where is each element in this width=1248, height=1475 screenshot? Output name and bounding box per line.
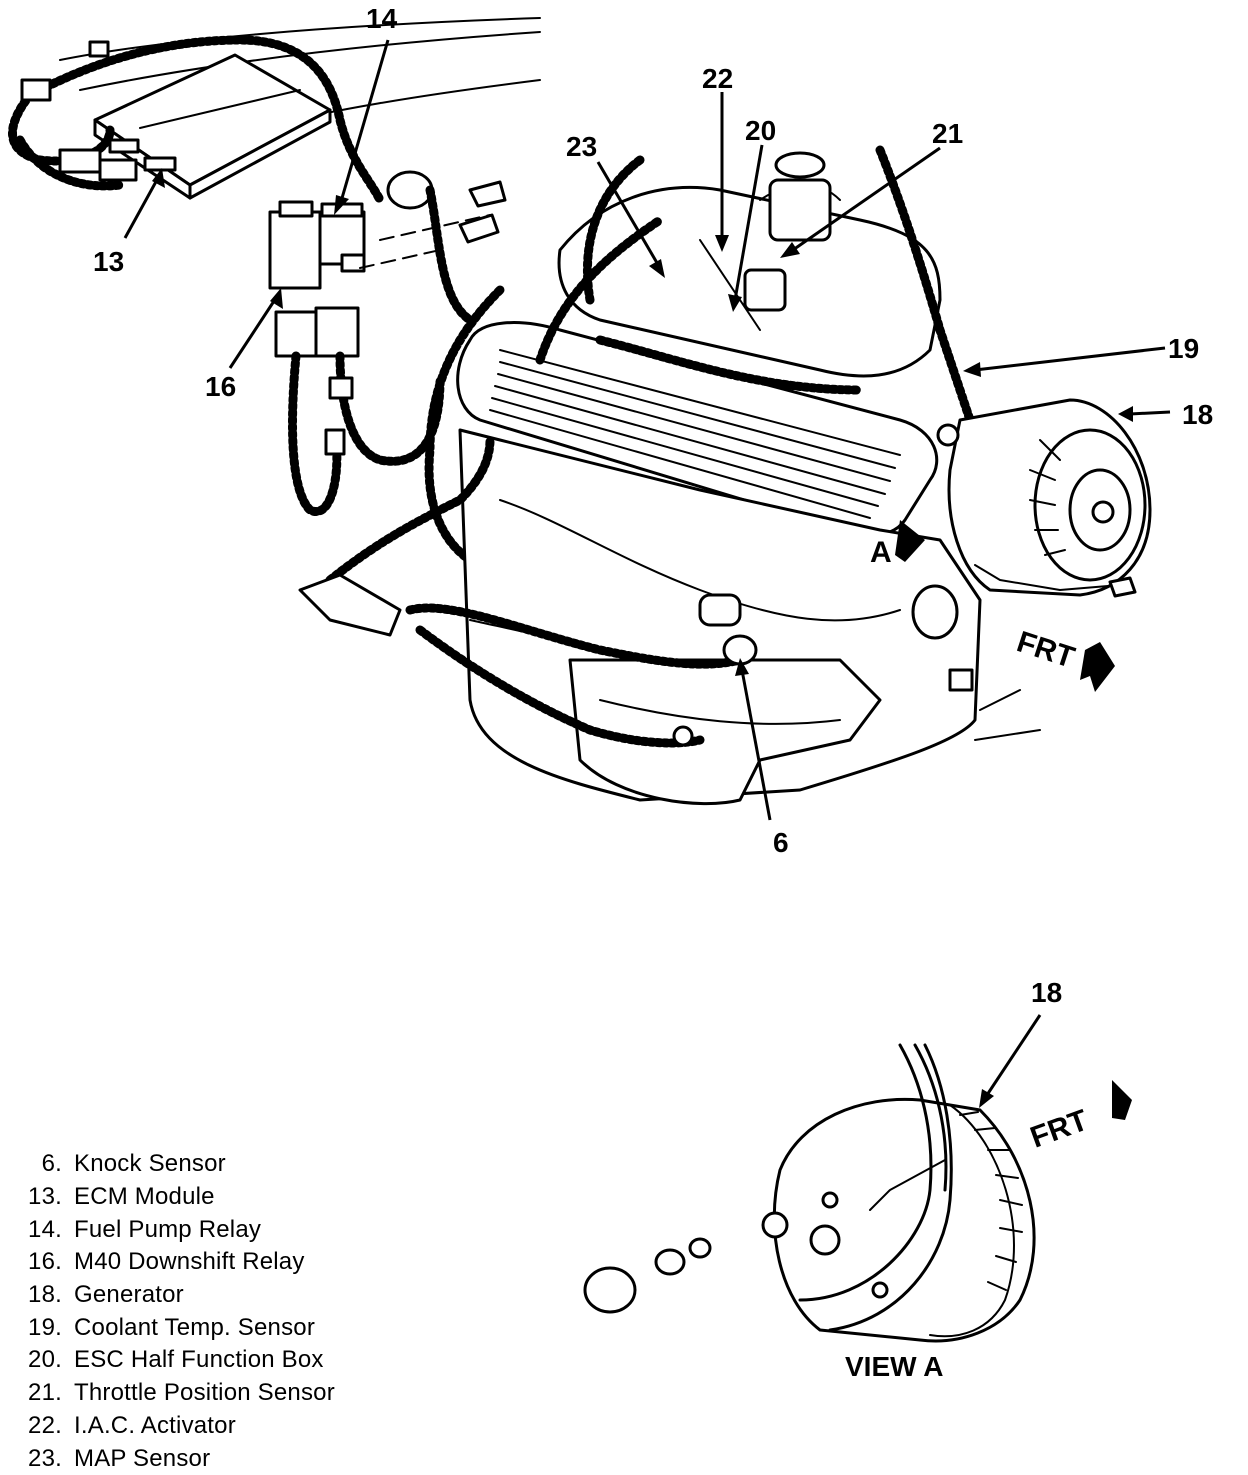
callout-13: 13 — [93, 246, 124, 277]
legend-item: 20. ESC Half Function Box — [18, 1344, 438, 1377]
legend-number: 18. — [28, 1281, 62, 1309]
fuel-pump-relay — [316, 202, 491, 273]
legend-number: 22. — [28, 1411, 62, 1439]
legend-item: 6. Knock Sensor — [18, 1148, 438, 1181]
legend-label: ESC Half Function Box — [74, 1346, 324, 1374]
legend-item: 19. Coolant Temp. Sensor — [18, 1311, 438, 1344]
legend-label: M40 Downshift Relay — [74, 1248, 305, 1276]
callout-21: 21 — [932, 118, 963, 149]
callout-6: 6 — [773, 827, 789, 858]
legend-number: 19. — [28, 1313, 62, 1341]
legend-number: 21. — [28, 1379, 62, 1407]
legend-number: 16. — [28, 1248, 62, 1276]
callout-18: 18 — [1182, 399, 1213, 430]
callout-22: 22 — [702, 63, 733, 94]
legend-number: 13. — [28, 1183, 62, 1211]
engine-block — [298, 145, 1041, 806]
front-label-view: FRT — [1026, 1104, 1092, 1155]
callout-23: 23 — [566, 131, 597, 162]
view-a-generator — [583, 1043, 1036, 1343]
legend-number: 23. — [28, 1444, 62, 1472]
legend-number: 20. — [28, 1346, 62, 1374]
generator — [936, 398, 1152, 598]
legend-label: Fuel Pump Relay — [74, 1215, 262, 1243]
legend-item: 16. M40 Downshift Relay — [18, 1246, 438, 1279]
ecm-module — [59, 17, 541, 200]
front-arrow-main — [1080, 642, 1115, 692]
callout-16: 16 — [205, 371, 236, 402]
view-a-caption: VIEW A — [845, 1351, 944, 1382]
legend-label: I.A.C. Activator — [74, 1411, 236, 1439]
view-a-arrow — [895, 520, 925, 562]
legend-item: 14. Fuel Pump Relay — [18, 1213, 438, 1246]
view-a-arrow-label: A — [870, 536, 892, 569]
legend-item: 22. I.A.C. Activator — [18, 1410, 438, 1443]
legend-number: 14. — [28, 1215, 62, 1243]
legend-item: 23. MAP Sensor — [18, 1442, 438, 1475]
legend-label: MAP Sensor — [74, 1444, 211, 1472]
callout-19: 19 — [1168, 333, 1199, 364]
legend-item: 21. Throttle Position Sensor — [18, 1377, 438, 1410]
callout-20: 20 — [745, 115, 776, 146]
component-legend: 6. Knock Sensor 13. ECM Module 14. Fuel … — [18, 1148, 438, 1475]
legend-item: 18. Generator — [18, 1279, 438, 1312]
front-arrow-view — [1112, 1080, 1132, 1120]
legend-label: Throttle Position Sensor — [74, 1379, 335, 1407]
legend-item: 13. ECM Module — [18, 1181, 438, 1214]
leader-lines — [123, 39, 1171, 1108]
callout-18-view: 18 — [1031, 977, 1062, 1008]
legend-label: Knock Sensor — [74, 1150, 226, 1178]
legend-number: 6. — [41, 1150, 62, 1178]
legend-label: Generator — [74, 1281, 184, 1309]
relay-connectors — [386, 170, 507, 325]
front-label-main: FRT — [1013, 625, 1079, 674]
callout-14: 14 — [366, 3, 398, 34]
legend-label: Coolant Temp. Sensor — [74, 1313, 316, 1341]
legend-label: ECM Module — [74, 1183, 215, 1211]
